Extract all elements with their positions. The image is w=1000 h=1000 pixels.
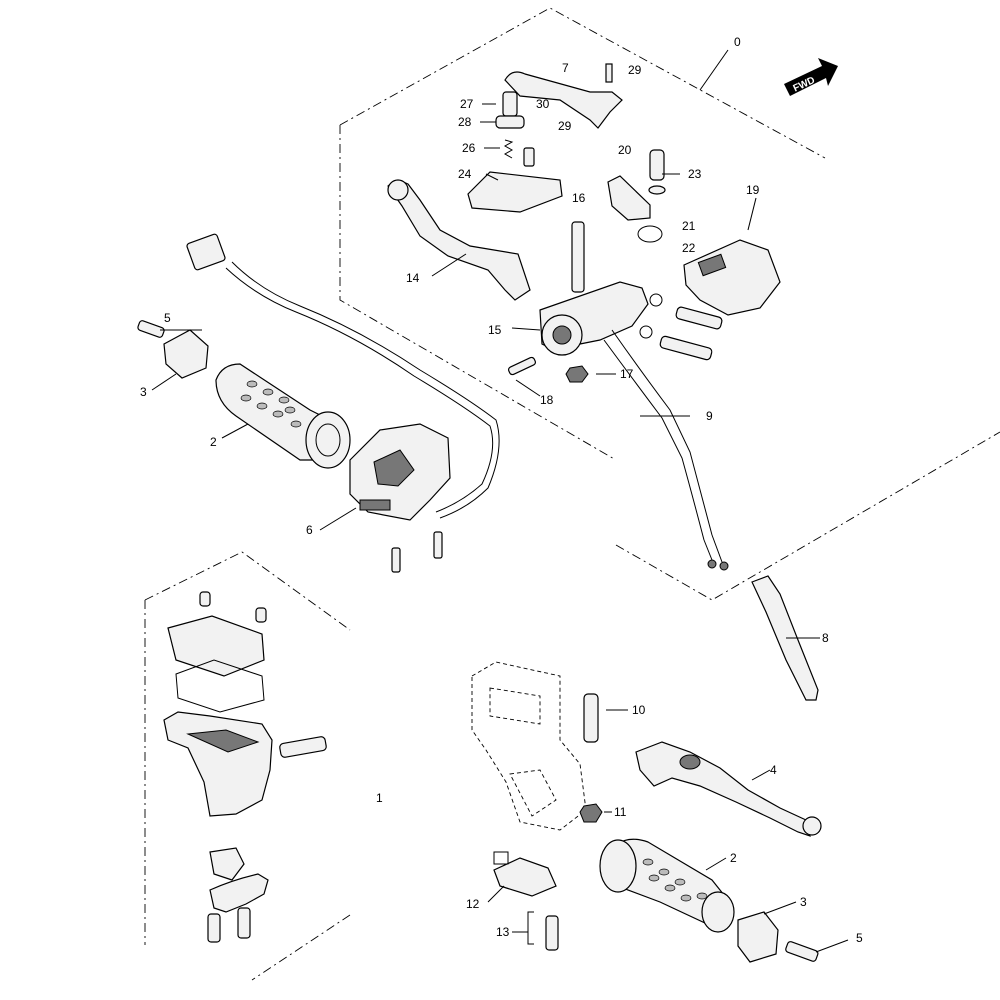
callout-12: 12	[466, 897, 480, 911]
clamp-upper	[209, 847, 245, 881]
screw-23	[649, 149, 665, 181]
piston-bolt	[279, 736, 327, 758]
callout-6: 6	[306, 523, 313, 537]
callout-0: 0	[734, 35, 741, 49]
screw-6a	[391, 547, 401, 573]
screw-lid-b	[255, 607, 267, 623]
switch-19	[683, 239, 781, 316]
callout-23: 23	[688, 167, 702, 181]
plate-28	[495, 115, 525, 129]
callout-14: 14	[406, 271, 420, 285]
callout-9: 9	[706, 409, 713, 423]
ghost-cylinder	[471, 661, 587, 831]
callout-10: 10	[632, 703, 646, 717]
brake-lever-4	[635, 741, 811, 837]
left-handle-assembly	[137, 233, 500, 573]
callout-24: 24	[458, 167, 472, 181]
screw-13	[545, 915, 559, 951]
callout-3-lower: 3	[800, 895, 807, 909]
screw-lid-a	[199, 591, 211, 607]
callout-29-mid: 29	[558, 119, 572, 133]
callout-13: 13	[496, 925, 510, 939]
cover-8	[751, 575, 819, 701]
grip-2-lower-pattern	[642, 858, 708, 902]
connector-icon	[186, 233, 226, 271]
clamp-lower	[209, 873, 269, 913]
bar-end-3-upper	[163, 329, 209, 379]
lever-7	[504, 71, 623, 129]
master-cylinder-assembly	[163, 591, 327, 943]
callout-2-upper: 2	[210, 435, 217, 449]
spring-26	[503, 139, 514, 159]
reservoir-lid	[167, 615, 265, 677]
screw-29-top	[605, 63, 613, 83]
callout-20: 20	[618, 143, 632, 157]
grip-2-upper-pattern	[240, 380, 302, 428]
nut-11	[579, 803, 603, 823]
screw-18	[508, 356, 536, 376]
callout-11: 11	[614, 805, 627, 819]
callout-labels: 0 1 2 2 3 3 4 5 5 6 7 8 9 10 11 12 13 14…	[140, 35, 863, 945]
clip-21	[637, 225, 663, 243]
group-outlines	[144, 7, 1000, 981]
bracket-24	[467, 171, 563, 213]
lever-holder-assembly	[387, 63, 781, 383]
callout-17: 17	[620, 367, 634, 381]
harness-wire	[231, 261, 500, 519]
fwd-label: FWD	[792, 75, 817, 95]
callout-7: 7	[562, 61, 569, 75]
callout-5-lower: 5	[856, 931, 863, 945]
bracket-20	[607, 175, 651, 221]
screw-6b	[433, 531, 443, 559]
callout-22: 22	[682, 241, 696, 255]
callout-8: 8	[822, 631, 829, 645]
nut-17	[565, 365, 589, 383]
brake-lever-assembly	[471, 661, 822, 963]
callout-29-top: 29	[628, 63, 642, 77]
callout-26: 26	[462, 141, 476, 155]
cylinder-body	[163, 711, 273, 817]
bar-end-3-lower	[737, 911, 779, 963]
clamp-screw-a	[207, 913, 221, 943]
callout-18: 18	[540, 393, 554, 407]
callout-1: 1	[376, 791, 383, 805]
clamp-screw-b	[237, 907, 251, 939]
bolt-16	[571, 221, 585, 293]
screw-side-b	[659, 335, 713, 361]
screw-side-a	[675, 306, 723, 330]
switch-12	[493, 857, 557, 897]
fwd-arrow-icon: FWD	[784, 58, 838, 96]
callout-2-lower: 2	[730, 851, 737, 865]
callout-19: 19	[746, 183, 760, 197]
bolt-10	[583, 693, 599, 743]
callout-27: 27	[460, 97, 474, 111]
callout-21: 21	[682, 219, 696, 233]
diaphragm	[175, 659, 265, 713]
callout-5-upper: 5	[164, 311, 171, 325]
leader-lines	[151, 49, 849, 953]
callout-30: 30	[536, 97, 550, 111]
screw-5-upper	[137, 320, 165, 338]
callout-28: 28	[458, 115, 472, 129]
pin-29	[523, 147, 535, 167]
callout-3-upper: 3	[140, 385, 147, 399]
callout-4: 4	[770, 763, 777, 777]
cable-9	[603, 329, 729, 571]
callout-15: 15	[488, 323, 502, 337]
callout-16: 16	[572, 191, 586, 205]
screw-5-lower	[785, 941, 819, 962]
pivot-27	[502, 91, 518, 117]
